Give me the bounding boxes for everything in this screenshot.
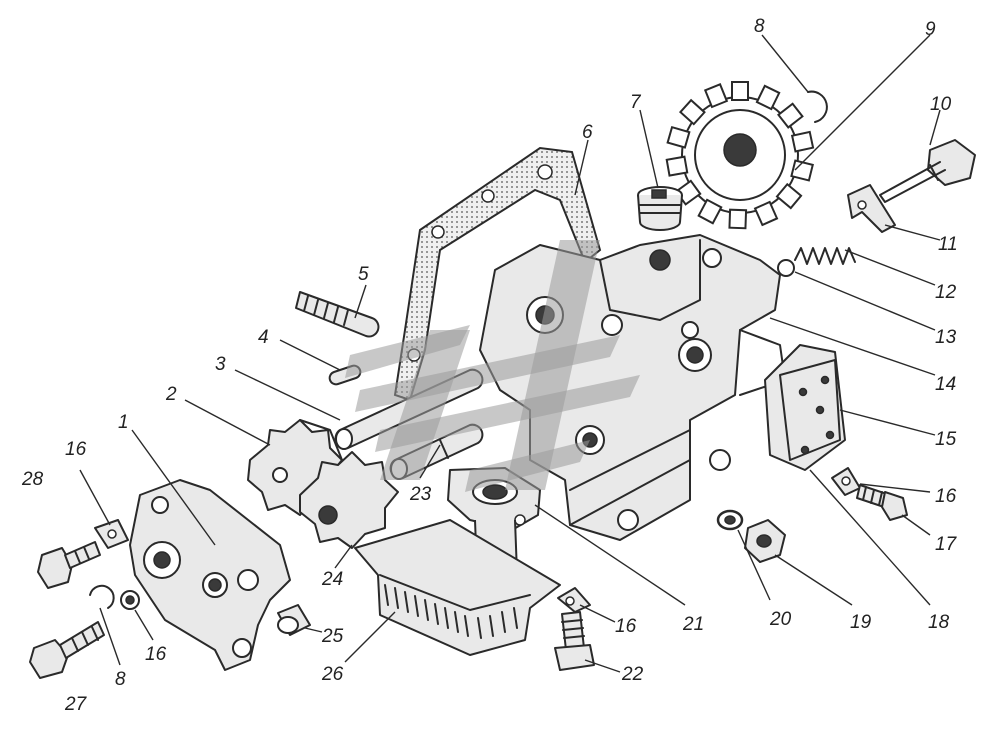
label-6: 6	[582, 122, 593, 143]
label-15: 15	[935, 429, 957, 450]
leader-16-left	[79, 469, 111, 526]
leader-3	[234, 369, 341, 421]
retaining-ring-8-top	[807, 90, 828, 123]
leader-7	[639, 109, 659, 189]
leader-4	[279, 339, 341, 371]
leader-5	[354, 284, 367, 319]
label-16-bottom: 16	[615, 616, 637, 637]
leader-11	[884, 224, 941, 241]
label-18: 18	[928, 612, 950, 633]
bolt-17	[856, 484, 908, 521]
retaining-ring-8-bottom	[89, 584, 115, 609]
label-4: 4	[258, 327, 269, 348]
leader-16-right	[859, 483, 931, 493]
leader-26	[344, 611, 396, 663]
leader-25	[304, 627, 323, 633]
label-14: 14	[935, 374, 956, 395]
strainer-26	[354, 519, 561, 656]
leader-10	[929, 109, 941, 146]
leader-12	[844, 249, 936, 286]
label-21: 21	[682, 614, 704, 635]
label-16-mid: 16	[145, 644, 167, 665]
bolt-22	[554, 611, 595, 671]
ball-13	[777, 259, 795, 277]
washer-20	[716, 509, 744, 531]
leader-20	[737, 529, 771, 601]
label-1: 1	[118, 412, 129, 433]
plug-7	[637, 186, 683, 231]
label-11: 11	[938, 234, 958, 255]
lock-washer-16-right	[831, 467, 861, 496]
lock-washer-11	[847, 184, 896, 233]
label-7: 7	[630, 92, 642, 113]
label-26: 26	[321, 664, 344, 685]
label-17: 17	[935, 534, 958, 555]
label-10: 10	[930, 94, 952, 115]
lock-washer-16-left	[94, 519, 129, 549]
leader-9	[794, 34, 931, 171]
lock-washer-16-mid	[120, 590, 140, 610]
label-5: 5	[358, 264, 369, 285]
leader-21	[534, 504, 686, 606]
leader-15	[839, 409, 936, 436]
label-27: 27	[64, 694, 88, 715]
gear-9	[665, 81, 815, 230]
callout-labels: 1 2 3 4 5 6 7 8 9 10 11 12 13 14 15 16 1…	[21, 16, 958, 715]
leader-23	[419, 444, 441, 479]
watermark-logo	[345, 240, 640, 492]
leader-lines	[79, 34, 941, 673]
leader-13	[794, 271, 936, 331]
leader-16-bottom	[579, 604, 616, 623]
label-3: 3	[215, 354, 226, 375]
gear-24	[299, 451, 399, 549]
label-23: 23	[409, 484, 432, 505]
leader-24	[334, 544, 353, 569]
bolt-27	[29, 621, 105, 679]
leader-16-mid	[134, 609, 154, 641]
label-12: 12	[935, 282, 957, 303]
stud-5	[295, 291, 380, 338]
leader-22	[584, 659, 621, 673]
label-19: 19	[850, 612, 872, 633]
label-20: 20	[769, 609, 792, 630]
bolt-10	[879, 139, 976, 203]
label-22: 22	[621, 664, 644, 685]
cover-plate-15	[764, 344, 846, 471]
label-2: 2	[165, 384, 177, 405]
leader-17	[901, 514, 931, 536]
bolt-28	[37, 541, 101, 589]
label-28: 28	[21, 469, 44, 490]
label-9: 9	[925, 19, 936, 40]
leader-8-bottom	[99, 607, 121, 666]
pump-cover-1	[129, 479, 291, 671]
leader-2	[184, 399, 271, 446]
leader-1	[131, 429, 216, 546]
leader-14	[769, 317, 936, 376]
leader-19	[774, 554, 853, 606]
label-16-left: 16	[65, 439, 87, 460]
nut-19	[744, 519, 786, 563]
spring-12	[794, 247, 856, 265]
leader-6	[574, 139, 589, 196]
label-13: 13	[935, 327, 957, 348]
label-16-right: 16	[935, 486, 957, 507]
leader-18	[809, 469, 931, 606]
label-8-bottom: 8	[115, 669, 126, 690]
leader-8-top	[761, 34, 809, 93]
label-25: 25	[321, 626, 344, 647]
bushing-25	[277, 604, 311, 636]
label-8-top: 8	[754, 16, 765, 37]
lock-washer-16-bottom	[557, 587, 591, 613]
label-24: 24	[321, 569, 343, 590]
